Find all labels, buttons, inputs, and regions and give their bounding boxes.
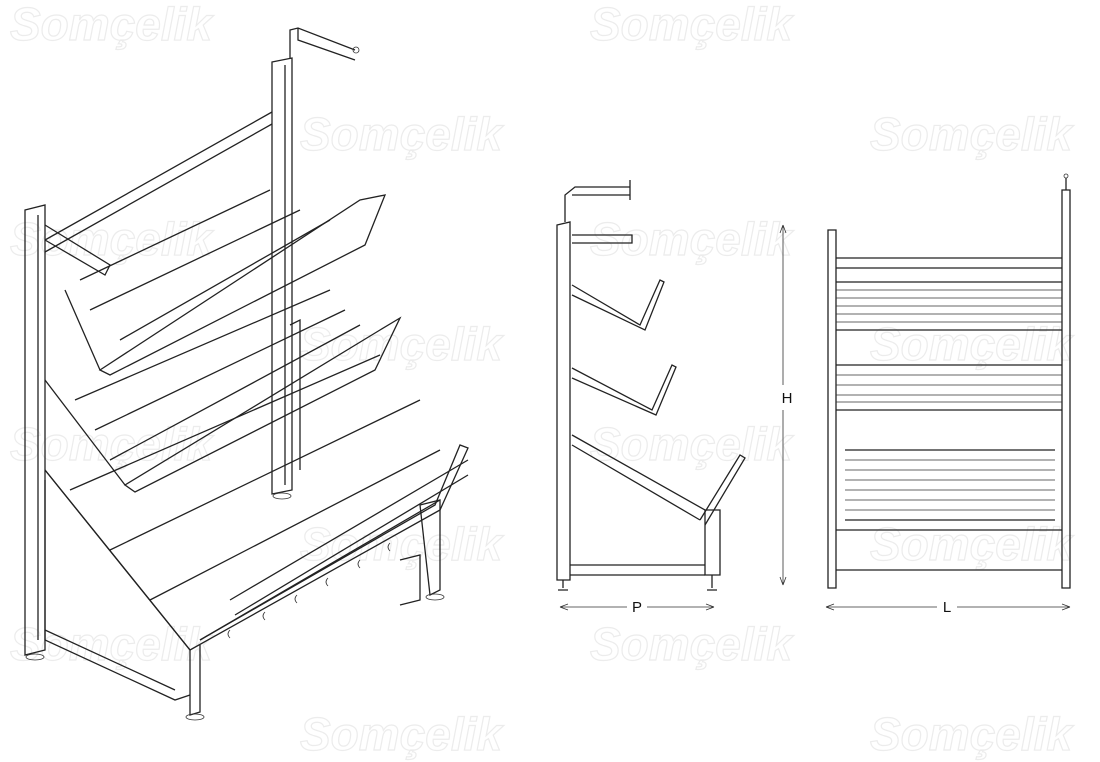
length-label: L [943, 599, 951, 616]
watermark-text: Somçelik [300, 708, 504, 760]
watermark-text: Somçelik [300, 518, 504, 570]
watermark-text: Somçelik [870, 518, 1074, 570]
depth-label: P [632, 599, 642, 616]
watermark-text: Somçelik [590, 213, 794, 265]
front-view [827, 173, 1071, 589]
side-view [556, 180, 746, 591]
watermark-text: Somçelik [10, 418, 214, 470]
watermark-text: Somçelik [300, 108, 504, 160]
dimension-lines [559, 224, 1071, 611]
watermark-text: Somçelik [870, 318, 1074, 370]
watermark-text: Somçelik [10, 213, 214, 265]
isometric-view [24, 27, 469, 721]
watermark-text: Somçelik [590, 418, 794, 470]
watermark-text: Somçelik [590, 618, 794, 670]
watermark-text: Somçelik [10, 618, 214, 670]
watermark-text: Somçelik [870, 708, 1074, 760]
height-label: H [782, 390, 793, 407]
watermark-text: Somçelik [590, 0, 794, 50]
watermark-text: Somçelik [300, 318, 504, 370]
watermark-text: Somçelik [870, 108, 1074, 160]
watermark-text: Somçelik [10, 0, 214, 50]
